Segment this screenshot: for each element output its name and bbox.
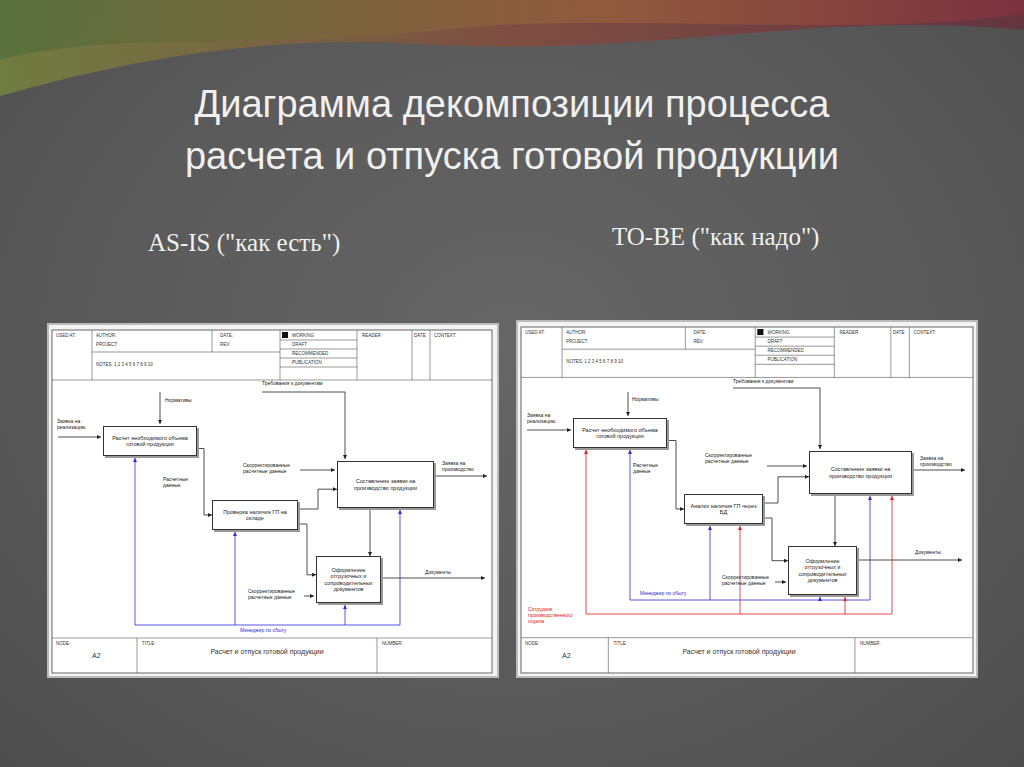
node-title: Расчет и отпуск готовой продукции xyxy=(162,648,372,656)
arrow-label: Заявка на реализацию xyxy=(57,418,99,430)
flow-arrow xyxy=(835,494,836,546)
frame-field: DATE: xyxy=(220,333,290,338)
frame-field: AUTHOR: xyxy=(96,333,166,338)
arrow-label: Менеджер по сбыту xyxy=(640,590,700,596)
flow-arrow xyxy=(298,524,316,575)
box-text: Составление заявки на производство проду… xyxy=(813,466,908,479)
slide-title: Диаграмма декомпозиции процесса расчета … xyxy=(102,78,922,183)
process-box: Расчет необходимого объема готовой проду… xyxy=(103,426,197,456)
frame-field: RECOMMENDED xyxy=(292,351,362,356)
arrow-label: Нормативы xyxy=(632,396,672,402)
node-title: Расчет и отпуск готовой продукции xyxy=(634,648,844,656)
frame-field: REV: xyxy=(220,342,290,347)
arrow-label: Расчетные данные xyxy=(163,476,201,488)
process-box: Оформление отгрузочных и сопроводительны… xyxy=(316,556,381,603)
frame-field: NOTES: 1 2 3 4 5 6 7 8 9 10 xyxy=(566,359,686,364)
frame-field: NODE: xyxy=(56,641,126,646)
box-text: Расчет необходимого объема готовой проду… xyxy=(577,427,663,440)
process-box: Расчет необходимого объема готовой проду… xyxy=(573,418,667,448)
box-text: Расчет необходимого объема готовой проду… xyxy=(107,435,193,448)
arrow-label: Заявка на производство xyxy=(442,460,487,472)
frame-field: PROJECT: xyxy=(96,342,166,347)
panel-heading: TO-BE ("как надо") xyxy=(612,222,892,252)
frame-field: A2 xyxy=(562,652,632,660)
arrow-label: Требования к документам xyxy=(262,380,342,386)
frame-field: WORKING xyxy=(768,330,838,335)
frame-field: NUMBER: xyxy=(860,641,930,646)
box-text: Оформление отгрузочных и сопроводительны… xyxy=(792,558,853,583)
arrow-label: Требования к документам xyxy=(733,378,813,384)
arrow-label: Заявка на реализацию xyxy=(527,412,569,424)
frame-field: CONTEXT: xyxy=(913,330,983,335)
frame-field: PUBLICATION xyxy=(292,360,362,365)
frame-field: A2 xyxy=(92,652,162,660)
frame-field: REV: xyxy=(694,339,764,344)
arrow-label: Сотрудник производственного отдела xyxy=(528,606,576,624)
frame-field: CONTEXT: xyxy=(434,333,504,338)
frame-field: NUMBER: xyxy=(382,641,452,646)
flow-arrow xyxy=(763,477,809,503)
frame-field: TITLE: xyxy=(142,641,212,646)
frame-field: NODE: xyxy=(525,641,595,646)
process-box: Составление заявки на производство проду… xyxy=(809,451,912,494)
process-box: Проверка наличия ГП на складе xyxy=(212,500,298,530)
arrow-label: Скорректированные расчетные данные xyxy=(722,574,772,586)
frame-field: PROJECT: xyxy=(566,339,636,344)
flow-arrow xyxy=(298,489,337,509)
flow-arrow xyxy=(763,518,788,561)
frame-field: NOTES: 1 2 3 4 5 6 7 8 9 10 xyxy=(96,362,216,367)
arrow-label: Менеджер по сбыту xyxy=(240,627,300,633)
frame-field: PUBLICATION xyxy=(768,357,838,362)
process-box: Составление заявки на производство проду… xyxy=(337,461,434,508)
box-text: Составление заявки на производство проду… xyxy=(341,478,430,491)
arrow-label: Документы xyxy=(425,569,470,575)
box-text: Оформление отгрузочных и сопроводительны… xyxy=(320,567,377,592)
arrow-label: Скорректированные расчетные данные xyxy=(248,588,303,600)
arrow-label: Скорректированные расчетные данные xyxy=(705,452,763,464)
frame-field: RECOMMENDED xyxy=(768,348,838,353)
box-text: Анализ наличия ГП через БД xyxy=(688,503,759,516)
arrow-label: Документы xyxy=(915,549,960,555)
frame-field: DATE: xyxy=(694,330,764,335)
arrow-label: Расчетные данные xyxy=(633,462,673,474)
arrow-label: Нормативы xyxy=(165,397,205,403)
frame-field: DRAFT xyxy=(292,342,362,347)
frame-field: TITLE: xyxy=(613,641,683,646)
frame-field: AUTHOR: xyxy=(566,330,636,335)
process-box: Анализ наличия ГП через БД xyxy=(684,494,763,524)
panel-heading: AS-IS ("как есть") xyxy=(148,228,408,258)
arrow-label: Скорректированные расчетные данные xyxy=(243,462,298,474)
flow-arrow xyxy=(370,508,371,556)
process-box: Оформление отгрузочных и сопроводительны… xyxy=(788,546,857,595)
frame-field: WORKING xyxy=(292,333,362,338)
flow-arrow xyxy=(667,441,684,510)
flow-arrow xyxy=(197,449,212,516)
arrow-label: Заявка на производство xyxy=(920,455,965,467)
frame-field: DRAFT xyxy=(768,339,838,344)
box-text: Проверка наличия ГП на складе xyxy=(216,509,294,522)
